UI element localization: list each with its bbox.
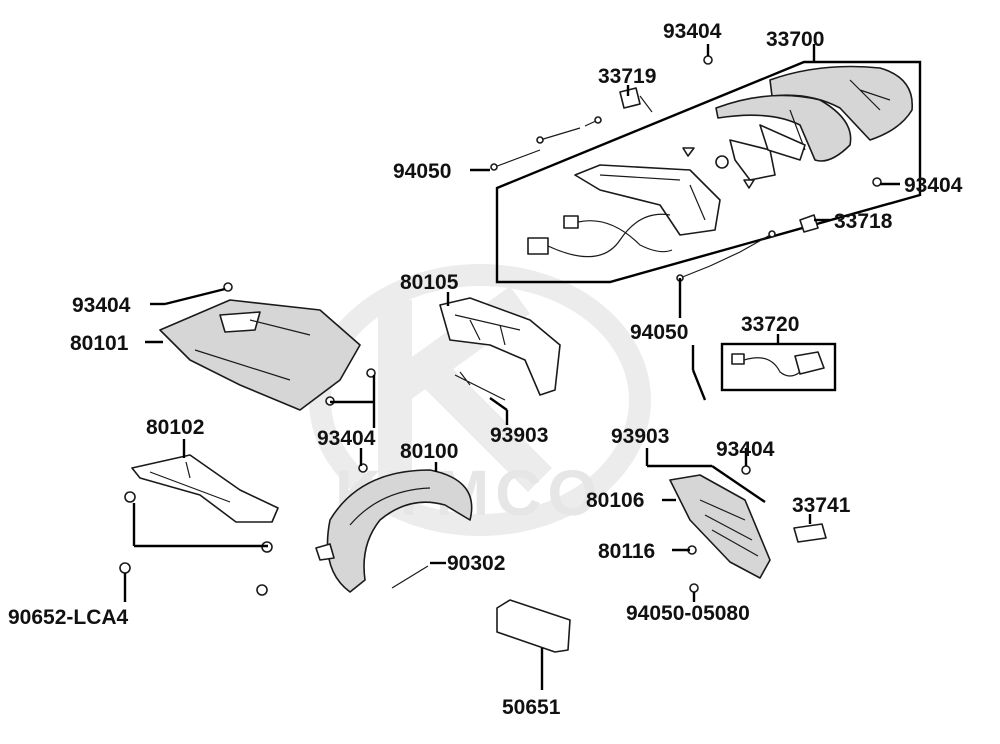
part-frame-bracket: [574, 124, 806, 236]
callout-90652-lca4: 90652-LCA4: [8, 606, 129, 629]
callout-94050-05080: 94050-05080: [626, 602, 750, 625]
callout-33718: 33718: [834, 210, 893, 233]
part-93404-bolt-tray: [223, 282, 233, 292]
callout-93404-top: 93404: [663, 20, 722, 43]
callout-80105: 80105: [400, 271, 459, 294]
callout-80102: 80102: [146, 416, 204, 439]
part-94050-screws-top: [490, 116, 602, 171]
part-93404-bolt-holder: [741, 465, 751, 475]
callout-80106: 80106: [586, 489, 644, 512]
callout-90302: 90302: [447, 552, 505, 575]
callout-33719: 33719: [598, 65, 656, 88]
part-80100-mudguard: [315, 469, 473, 593]
part-94050-05080-screw: [689, 583, 699, 593]
callout-94050-right: 94050: [630, 321, 688, 344]
callout-labels: 93404 33700 33719 94050 93404 33718 8010…: [8, 20, 963, 719]
callout-93903-right: 93903: [611, 425, 669, 448]
part-33718-clip: [799, 214, 819, 233]
part-33720-box: [720, 342, 837, 392]
assembly-box-33700: [495, 60, 922, 284]
callout-80116: 80116: [598, 540, 655, 563]
callout-80101: 80101: [70, 332, 129, 355]
part-90302-screw: [391, 565, 429, 589]
part-80101-tray: [159, 299, 361, 411]
part-50651-plate: [496, 599, 571, 653]
callout-33720: 33720: [741, 313, 799, 336]
callout-93903-center: 93903: [490, 424, 548, 447]
part-80106-holder: [669, 474, 771, 579]
part-33719-clips: [619, 87, 653, 113]
callout-33741: 33741: [792, 494, 851, 517]
part-80102-bracket: [131, 454, 279, 523]
callout-33700: 33700: [766, 28, 824, 51]
part-wire-harness: [527, 213, 673, 258]
part-33741-reflector: [793, 523, 827, 543]
part-93404-bolt-top: [703, 55, 713, 65]
callout-93404-center: 93404: [317, 427, 376, 450]
callout-93404-right: 93404: [904, 174, 963, 197]
callout-50651: 50651: [502, 696, 561, 719]
leader-lines: [123, 44, 900, 690]
part-93404-bolt-right: [872, 177, 882, 187]
part-94050-screws-right: [676, 230, 776, 282]
part-rear-cowl: [715, 65, 913, 162]
callout-94050-upper: 94050: [393, 160, 451, 183]
callout-93404-holder: 93404: [716, 438, 775, 461]
callout-80100: 80100: [400, 440, 458, 463]
callout-93404-left: 93404: [72, 294, 131, 317]
part-80105-bracket: [439, 297, 561, 401]
